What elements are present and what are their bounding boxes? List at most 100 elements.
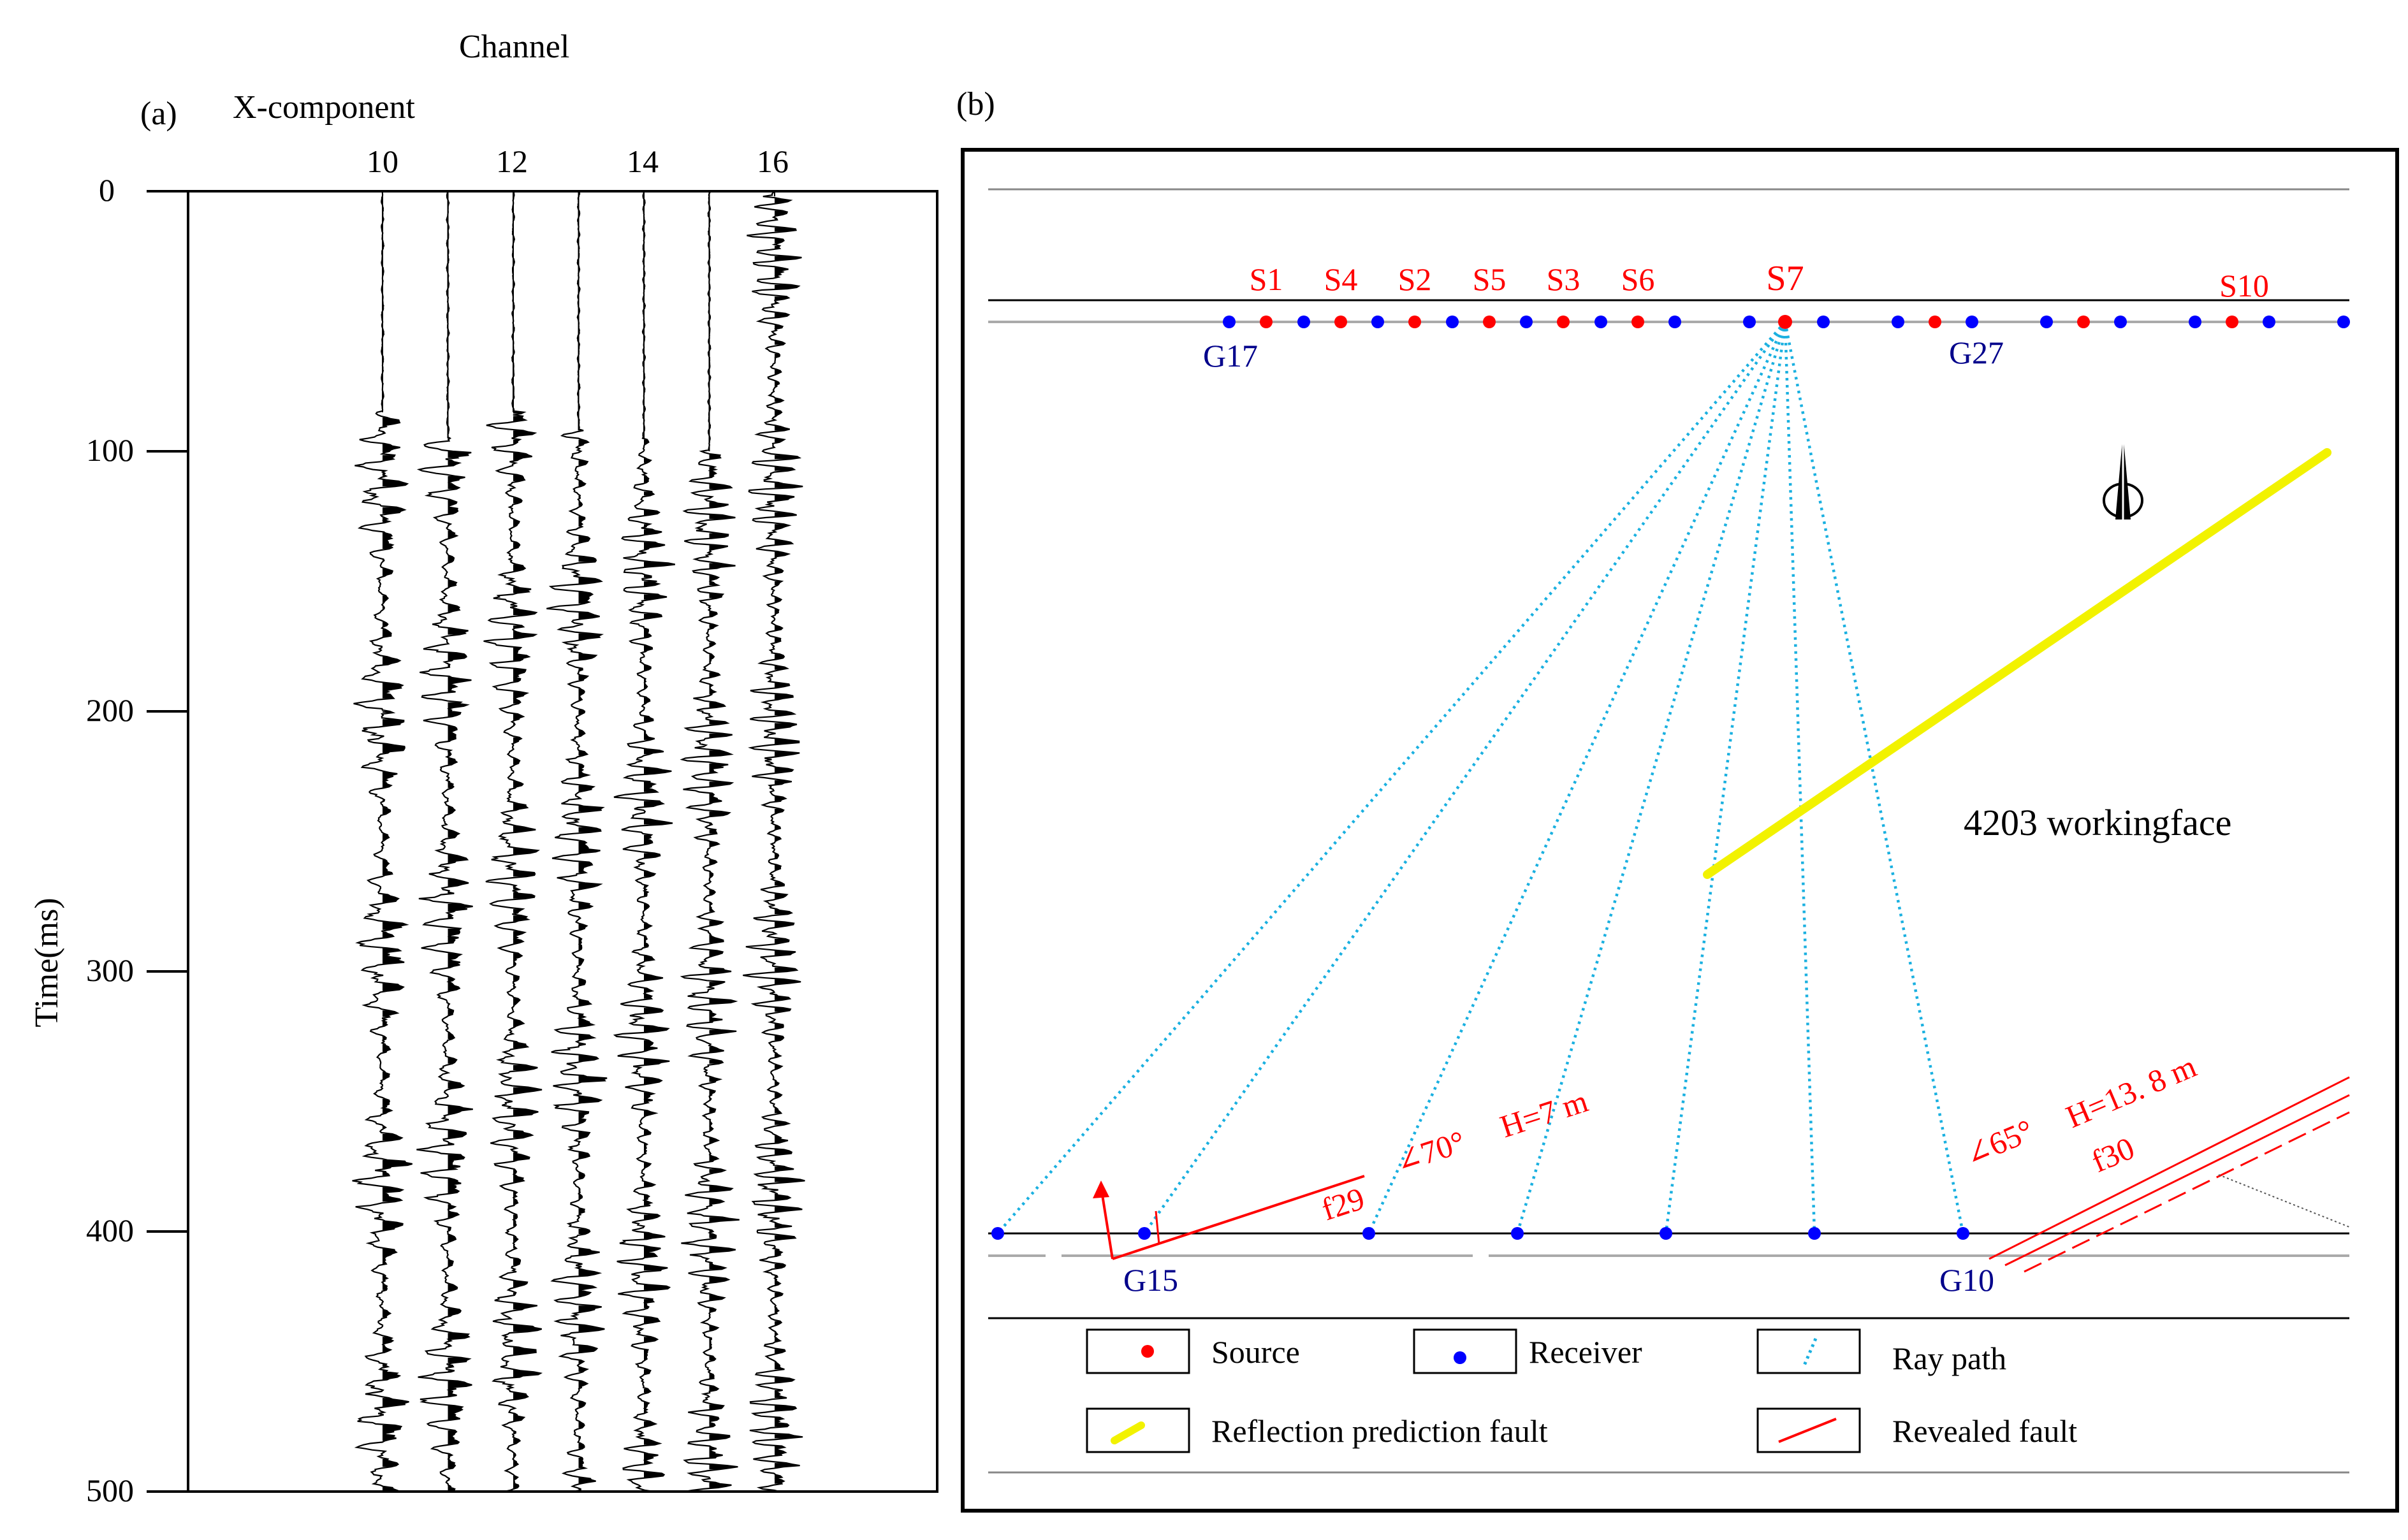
time-axis-label: Time(ms) xyxy=(29,897,65,1027)
receiver-label: G15 xyxy=(1123,1262,1178,1298)
receiver-label: G17 xyxy=(1203,338,1258,374)
seismic-trace xyxy=(680,191,740,1493)
receiver-symbol-icon xyxy=(1454,1351,1466,1364)
y-tick-label: 100 xyxy=(86,432,134,468)
panel-a: (a) Channel X-component Time(ms) 0 100 2… xyxy=(29,29,938,1508)
top-receivers xyxy=(1223,316,2350,328)
legend: Source Receiver Ray path Reflection pred… xyxy=(1086,1328,2077,1453)
ray-path xyxy=(1367,321,1787,1234)
legend-label: Receiver xyxy=(1529,1334,1642,1370)
legend-label: Source xyxy=(1211,1334,1300,1370)
receiver-dot xyxy=(991,1227,1004,1240)
panel-b-label: (b) xyxy=(956,86,995,122)
source-label: S3 xyxy=(1547,261,1580,297)
receiver-dot xyxy=(2189,316,2201,328)
receiver-dot xyxy=(1446,316,1459,328)
receiver-dot xyxy=(1297,316,1310,328)
channel-axis-title: Channel xyxy=(459,29,569,65)
seismic-trace xyxy=(546,191,608,1493)
receiver-dot xyxy=(1594,316,1607,328)
source-dot xyxy=(1334,316,1347,328)
receiver-dot xyxy=(1957,1227,1969,1240)
receiver-dot xyxy=(1223,316,1236,328)
fault-tick xyxy=(1155,1210,1160,1245)
y-tick-label: 500 xyxy=(86,1472,134,1508)
fault-f29-throw: H=7 m xyxy=(1496,1083,1592,1145)
ray-path-symbol-icon xyxy=(1802,1338,1818,1366)
receiver-dot xyxy=(2337,316,2350,328)
legend-label: Ray path xyxy=(1892,1340,2006,1376)
receiver-dot xyxy=(1892,316,1904,328)
source-label: S7 xyxy=(1766,259,1804,298)
source-dot xyxy=(2077,316,2090,328)
panel-b: (b) f29 ∠7 xyxy=(956,86,2399,1513)
receiver-label: G10 xyxy=(1939,1262,1994,1298)
y-tick-label: 200 xyxy=(86,692,134,728)
seismic-trace xyxy=(416,191,473,1493)
receiver-dot xyxy=(1371,316,1384,328)
source-dot xyxy=(1483,316,1496,328)
receiver-dot xyxy=(2114,316,2127,328)
trace-fill xyxy=(513,191,542,1489)
source-label: S6 xyxy=(1621,261,1655,297)
source-dot xyxy=(1260,316,1273,328)
dip-arrow xyxy=(1100,1186,1114,1260)
receiver-dot xyxy=(2040,316,2053,328)
trace-fill xyxy=(383,194,412,1492)
legend-swatch-ray xyxy=(1756,1328,1861,1374)
source-symbol-icon xyxy=(1141,1345,1154,1358)
ray-path xyxy=(1783,321,1816,1234)
panel-a-label: (a) xyxy=(140,96,177,132)
receiver-dot xyxy=(1520,316,1533,328)
revealed-fault-f29 xyxy=(1093,1175,1365,1260)
receiver-dot xyxy=(1743,316,1756,328)
source-dot xyxy=(1929,316,1941,328)
source-dot xyxy=(1408,316,1421,328)
sources xyxy=(1260,315,2238,329)
receiver-dot xyxy=(2263,316,2275,328)
receiver-dot xyxy=(1808,1227,1821,1240)
x-tick-label: 12 xyxy=(496,143,528,179)
y-tick-label: 400 xyxy=(86,1212,134,1248)
trace-fill xyxy=(709,191,740,1488)
legend-swatch-predicted xyxy=(1086,1407,1190,1453)
map-frame xyxy=(961,148,2399,1513)
source-labels: S1 S4 S2 S5 S3 S6 S7 S10 xyxy=(1250,259,2269,303)
revealed-fault-f30 xyxy=(1988,1076,2350,1273)
seismic-trace xyxy=(743,191,805,1493)
source-label: S10 xyxy=(2219,268,2269,303)
fault-line xyxy=(2004,1094,2350,1267)
fault-f29-name: f29 xyxy=(1317,1180,1369,1228)
predicted-fault-symbol-icon xyxy=(1111,1421,1145,1444)
legend-label: Revealed fault xyxy=(1892,1413,2077,1449)
source-dot-s7 xyxy=(1778,315,1792,329)
legend-label: Reflection prediction fault xyxy=(1211,1413,1548,1449)
receiver-dot xyxy=(1660,1227,1672,1240)
fault-line xyxy=(1112,1175,1365,1260)
source-dot xyxy=(2226,316,2238,328)
seismic-trace xyxy=(352,191,413,1493)
y-tick-label: 0 xyxy=(99,172,115,208)
receiver-dot xyxy=(1817,316,1830,328)
receiver-label: G27 xyxy=(1949,335,2004,370)
arrow-head-icon xyxy=(1093,1180,1109,1198)
x-tick-label: 14 xyxy=(627,143,659,179)
receiver-dot xyxy=(1668,316,1681,328)
ray-path xyxy=(1664,321,1787,1234)
fault-f29-angle: ∠70° xyxy=(1390,1124,1470,1180)
fault-line xyxy=(2024,1111,2350,1273)
x-tick-labels: 10 12 14 16 xyxy=(367,143,789,179)
north-arrow-icon xyxy=(2103,433,2143,519)
ray-path xyxy=(996,321,1786,1235)
bottom-receivers xyxy=(991,1227,1969,1240)
x-tick-label: 16 xyxy=(757,143,789,179)
x-tick-label: 10 xyxy=(367,143,398,179)
source-label: S4 xyxy=(1324,261,1358,297)
legend-swatch-revealed xyxy=(1756,1407,1861,1453)
trace-fill xyxy=(448,200,473,1492)
seismic-trace xyxy=(613,191,676,1493)
trace-fill xyxy=(775,198,805,1484)
fault-f30-name: f30 xyxy=(2086,1130,2139,1180)
